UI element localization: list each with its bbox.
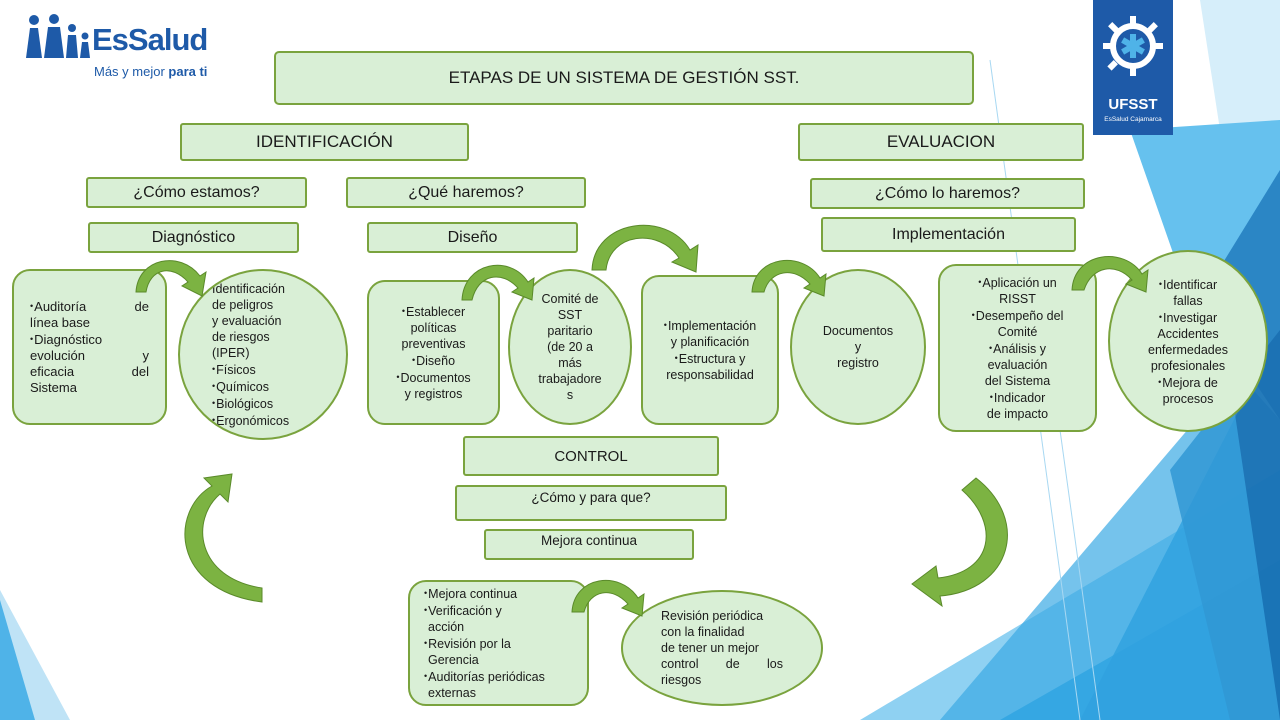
question-como-y-para-que: ¿Cómo y para que? [455,485,727,521]
control-heading: CONTROL [463,436,719,476]
evaluacion-heading: EVALUACION [798,123,1084,161]
gear-star-of-life-icon [1103,16,1163,76]
essalud-tagline: Más y mejor para ti [94,64,208,79]
label-diagnostico: Diagnóstico [88,222,299,253]
identificar-ellipse: Identificar fallas Investigar Accidentes… [1108,250,1268,432]
label-mejora-continua: Mejora continua [484,529,694,560]
revision-ellipse: Revisión periódica con la finalidad de t… [621,590,823,706]
label-diseno: Diseño [367,222,578,253]
essalud-logo: EsSalud Más y mejor para ti [24,14,224,84]
control-items: Mejora continua Verificación y acción Re… [408,580,589,706]
aplicacion-items: Aplicación un RISST Desempeño del Comité… [938,264,1097,432]
diseno-items: Establecer políticas preventivas Diseño … [367,280,500,425]
iper-ellipse: Identificación de peligros y evaluación … [178,269,348,440]
ufsst-subtitle: EsSalud Cajamarca [1104,116,1162,123]
ufsst-title: UFSST [1108,96,1158,113]
diagnostico-items: Auditoría de línea base Diagnóstico evol… [12,269,167,425]
question-como-lo-haremos: ¿Cómo lo haremos? [810,178,1085,209]
label-implementacion: Implementación [821,217,1076,252]
question-como-estamos: ¿Cómo estamos? [86,177,307,208]
documentos-ellipse: Documentos y registro [790,269,926,425]
implementacion-items: Implementación y planificación Estructur… [641,275,779,425]
ufsst-badge: UFSST EsSalud Cajamarca [1093,0,1173,135]
page-title: ETAPAS DE UN SISTEMA DE GESTIÓN SST. [274,51,974,105]
comite-ellipse: Comité de SST paritario (de 20 a más tra… [508,269,632,425]
question-que-haremos: ¿Qué haremos? [346,177,586,208]
family-icon [26,14,90,58]
essalud-brand-text: EsSalud [92,22,208,57]
identificacion-heading: IDENTIFICACIÓN [180,123,469,161]
